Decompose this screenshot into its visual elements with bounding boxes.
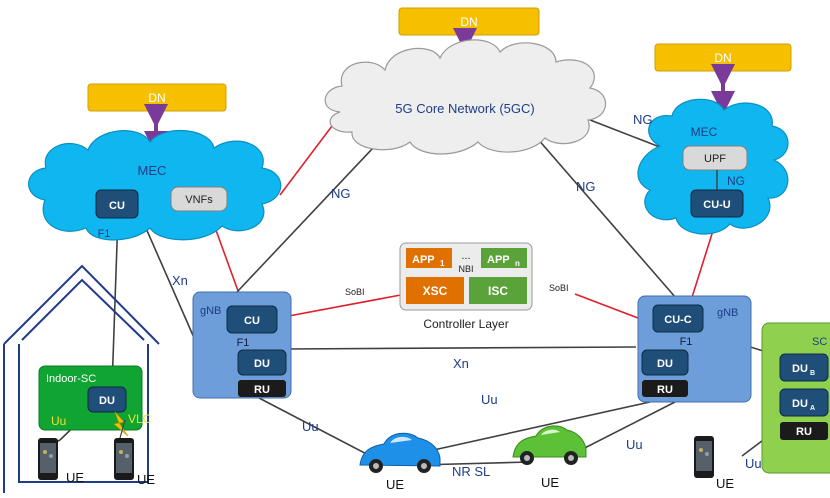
- dn-top: DN: [398, 7, 540, 36]
- link-xn-mid: Xn: [453, 356, 469, 371]
- controller-appn-sub: n: [515, 259, 520, 268]
- link-xn-left: Xn: [172, 273, 188, 288]
- gnb-right-ru: RU: [657, 384, 673, 396]
- gnb-right-label: gNB: [717, 307, 738, 319]
- house: Indoor-SC DU Uu VLC: [3, 264, 160, 493]
- sc-right: SC DU B DU A RU: [761, 322, 830, 474]
- mec-right-ng: NG: [727, 174, 745, 188]
- indoor-du: DU: [99, 395, 115, 407]
- sc-right-ru: RU: [796, 426, 812, 438]
- controller-xsc: XSC: [423, 284, 448, 298]
- nr-sl-label: NR SL: [452, 464, 490, 479]
- sc-right-dua: DU: [792, 398, 808, 410]
- uu-right: Uu: [626, 437, 643, 452]
- gnb-left: gNB CU F1 DU RU: [192, 291, 292, 399]
- uu-left: Uu: [302, 419, 319, 434]
- sobi-right: SoBI: [549, 283, 569, 293]
- controller-app1-sub: 1: [440, 259, 445, 268]
- sc-right-dub-sub: B: [810, 370, 815, 377]
- controller-app1: APP: [412, 254, 435, 266]
- phone-icon: [114, 438, 134, 480]
- controller-caption: Controller Layer: [423, 317, 508, 331]
- bottom-ue-phone: UE: [716, 476, 734, 491]
- indoor-uu: Uu: [51, 414, 66, 428]
- sc-right-dua-sub: A: [810, 405, 815, 412]
- dn-right-label: DN: [714, 51, 731, 65]
- controller-dots: ...: [461, 250, 470, 262]
- sc-right-label: SC: [812, 336, 827, 348]
- gnb-left-ru: RU: [254, 384, 270, 396]
- controller-nbi: NBI: [458, 264, 473, 274]
- controller-layer: APP 1 ... NBI APP n XSC ISC Controller L…: [345, 242, 569, 331]
- gnb-left-du: DU: [254, 358, 270, 370]
- car-blue-icon: [359, 432, 441, 473]
- gnb-left-label: gNB: [200, 305, 221, 317]
- link-ng-right: NG: [576, 179, 596, 194]
- link-ng-top-right: NG: [633, 112, 653, 127]
- indoor-vlc: VLC: [128, 412, 152, 426]
- ue-car-blue: UE: [386, 477, 404, 492]
- mec-right-upf: UPF: [704, 153, 726, 165]
- controller-appn: APP: [487, 254, 510, 266]
- core-network-label: 5G Core Network (5GC): [395, 101, 534, 116]
- dn-right: DN: [654, 43, 792, 72]
- gnb-right-f1: F1: [680, 336, 693, 348]
- dn-left: DN: [87, 83, 227, 112]
- dn-left-label: DN: [148, 91, 165, 105]
- ue-car-green: UE: [541, 475, 559, 490]
- link-ng-left: NG: [331, 186, 351, 201]
- indoor-ue2: UE: [137, 472, 155, 487]
- gnb-right-du: DU: [657, 358, 673, 370]
- mec-right-label: MEC: [691, 125, 718, 139]
- gnb-right-cuc: CU-C: [664, 314, 692, 326]
- mec-right-cloud: MEC UPF NG CU-U: [637, 98, 789, 235]
- uu-far: Uu: [745, 456, 762, 471]
- controller-isc: ISC: [488, 284, 508, 298]
- core-network-cloud: 5G Core Network (5GC): [324, 39, 607, 155]
- car-green-icon: [512, 425, 587, 465]
- phone-icon: [38, 438, 58, 480]
- mec-left-cloud: MEC CU VNFs F1: [28, 129, 282, 241]
- sc-right-dub: DU: [792, 363, 808, 375]
- mec-left-cu: CU: [109, 200, 125, 212]
- mec-right-cuu: CU-U: [703, 199, 731, 211]
- gnb-left-cu: CU: [244, 315, 260, 327]
- gnb-left-f1: F1: [237, 337, 250, 349]
- phone-icon: [694, 436, 714, 478]
- dn-top-label: DN: [460, 15, 477, 29]
- indoor-ue1: UE: [66, 470, 84, 485]
- mec-left-vnfs: VNFs: [185, 194, 213, 206]
- sobi-left: SoBI: [345, 287, 365, 297]
- indoor-sc-label: Indoor-SC: [46, 373, 96, 385]
- mec-left-f1: F1: [98, 228, 111, 240]
- uu-mid: Uu: [481, 392, 498, 407]
- mec-left-label: MEC: [138, 163, 167, 178]
- gnb-right: gNB CU-C F1 DU RU: [637, 295, 752, 403]
